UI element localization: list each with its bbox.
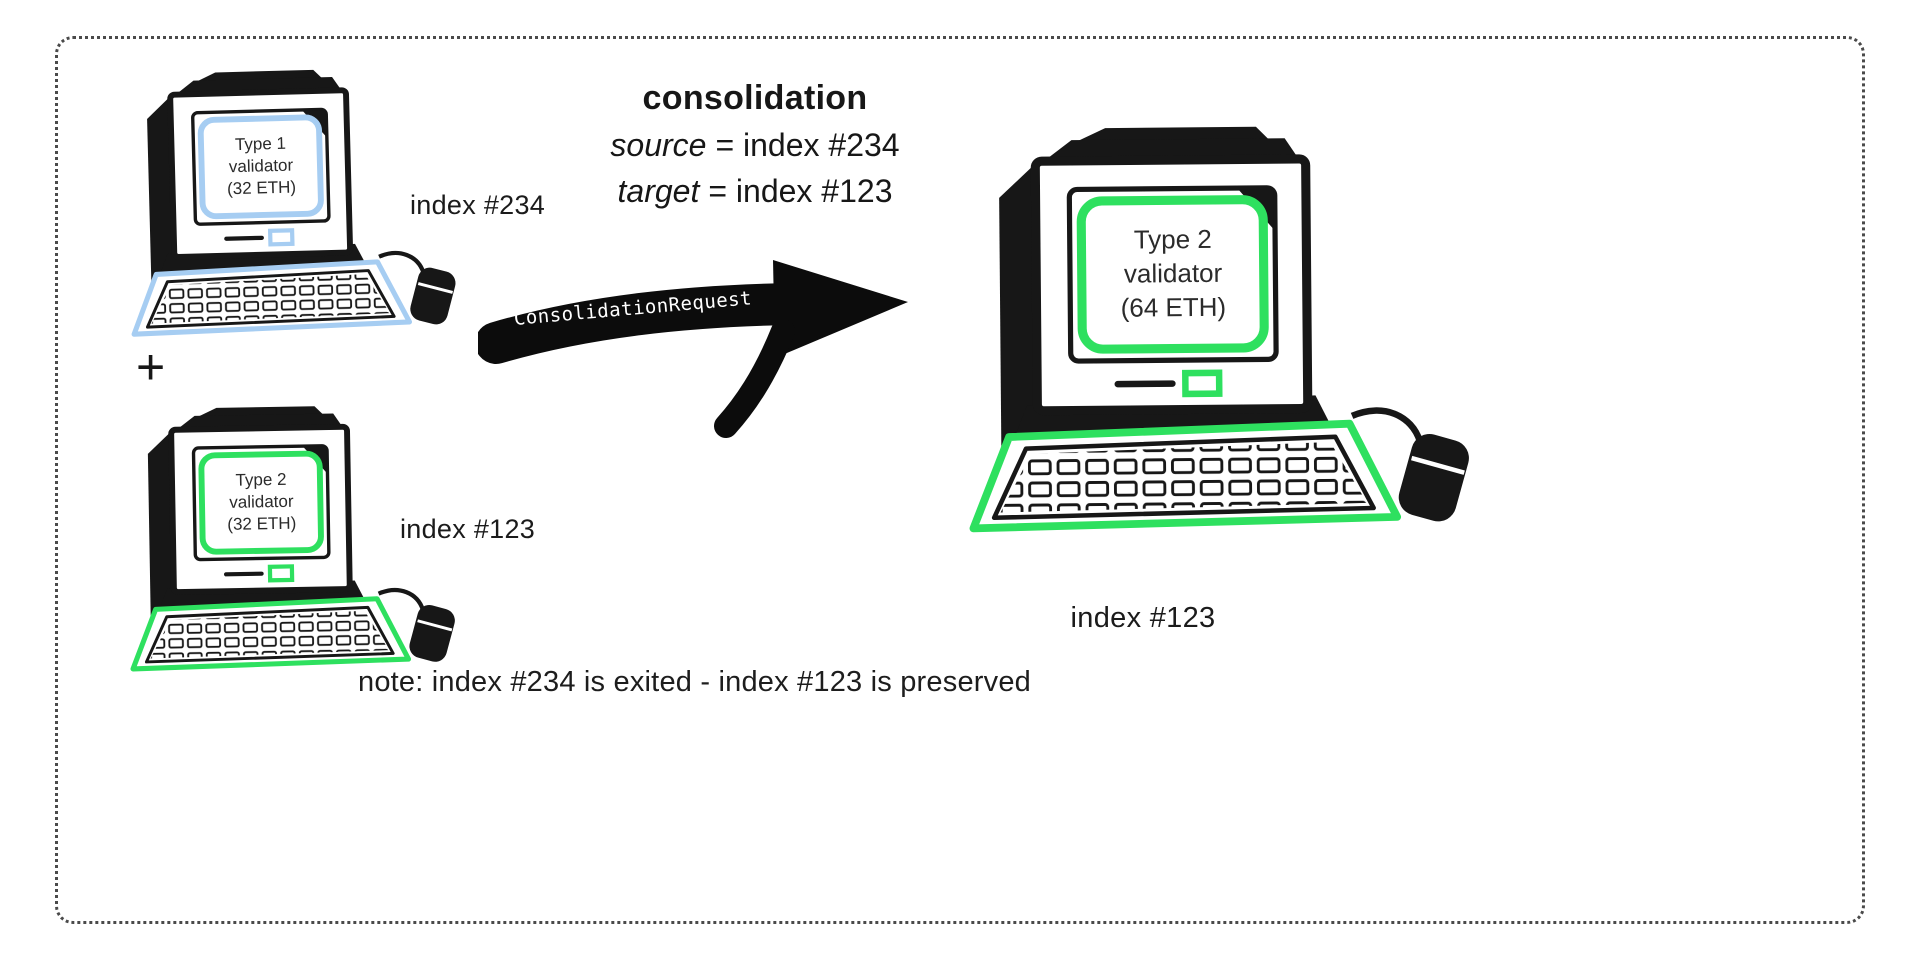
source-label: source (610, 127, 707, 163)
screen-line: (64 ETH) (1120, 291, 1227, 323)
note-text: note: index #234 is exited - index #123 … (358, 666, 1031, 698)
source-value: = index #234 (715, 127, 900, 163)
screen-line: Type 2 (235, 469, 287, 490)
target-validator-computer: Type 2 validator (32 ETH) (90, 403, 467, 688)
screen-line: Type 2 (1133, 224, 1212, 255)
consolidation-title: consolidation (642, 79, 868, 117)
validator-screen: Type 1 validator (32 ETH) (200, 117, 321, 215)
validator-screen: Type 2 validator (32 ETH) (201, 454, 321, 551)
index-label-result: index #123 (1070, 602, 1216, 634)
source-line: source= index #234 (505, 122, 1005, 168)
validator-screen: Type 2 validator (64 ETH) (1081, 200, 1265, 348)
screen-line: validator (228, 155, 294, 177)
screen-line: Type 1 (234, 133, 287, 155)
consolidation-arrow (478, 260, 908, 438)
screen-line: (32 ETH) (226, 177, 297, 199)
consolidation-header: consolidation source= index #234 target=… (505, 74, 1005, 214)
target-label: target (617, 173, 700, 209)
target-line: target= index #123 (505, 168, 1005, 214)
screen-line: (32 ETH) (227, 513, 297, 535)
plus-sign: + (136, 339, 166, 395)
index-label-source: index #234 (410, 190, 546, 220)
screen-line: validator (1123, 257, 1223, 289)
target-value: = index #123 (708, 173, 893, 209)
index-label-target: index #123 (400, 514, 536, 544)
result-validator-computer: Type 2 validator (64 ETH) (910, 124, 1486, 558)
dotted-border (55, 36, 1865, 924)
screen-line: validator (229, 491, 294, 513)
